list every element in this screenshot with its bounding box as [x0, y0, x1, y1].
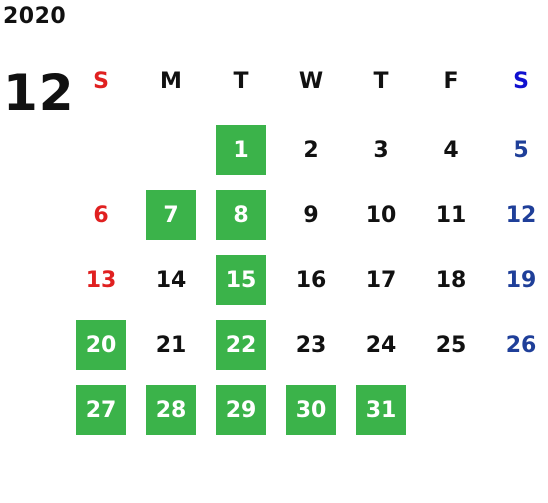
calendar-day[interactable]: 3	[373, 137, 389, 163]
calendar-day[interactable]: 6	[93, 202, 109, 228]
calendar-day[interactable]: 12	[505, 202, 537, 228]
calendar-day[interactable]: 23	[295, 332, 327, 358]
calendar-day[interactable]: 5	[513, 137, 529, 163]
calendar-day[interactable]: 21	[155, 332, 187, 358]
month-label: 12	[3, 64, 75, 122]
calendar-day-highlighted[interactable]: 29	[216, 385, 266, 435]
weekday-header: S	[93, 68, 109, 94]
weekday-header: T	[233, 68, 249, 94]
weekday-header: T	[373, 68, 389, 94]
calendar-day[interactable]: 10	[365, 202, 397, 228]
calendar-day[interactable]: 2	[303, 137, 319, 163]
weekday-header: S	[513, 68, 529, 94]
calendar-day[interactable]: 13	[85, 267, 117, 293]
calendar-day-highlighted[interactable]: 20	[76, 320, 126, 370]
calendar-day-highlighted[interactable]: 15	[216, 255, 266, 305]
calendar-day-highlighted[interactable]: 31	[356, 385, 406, 435]
weekday-header: W	[298, 68, 324, 94]
calendar-day-highlighted[interactable]: 7	[146, 190, 196, 240]
calendar-day[interactable]: 25	[435, 332, 467, 358]
calendar-day-highlighted[interactable]: 27	[76, 385, 126, 435]
calendar-day[interactable]: 16	[295, 267, 327, 293]
calendar-day-highlighted[interactable]: 22	[216, 320, 266, 370]
calendar-day[interactable]: 18	[435, 267, 467, 293]
calendar-day[interactable]: 26	[505, 332, 537, 358]
calendar-day-highlighted[interactable]: 1	[216, 125, 266, 175]
weekday-header: M	[160, 68, 182, 94]
calendar-day-highlighted[interactable]: 8	[216, 190, 266, 240]
calendar-day-highlighted[interactable]: 28	[146, 385, 196, 435]
calendar-day[interactable]: 19	[505, 267, 537, 293]
calendar-day[interactable]: 24	[365, 332, 397, 358]
year-label: 2020	[3, 4, 67, 29]
calendar-day[interactable]: 17	[365, 267, 397, 293]
calendar-day[interactable]: 9	[303, 202, 319, 228]
calendar-day[interactable]: 4	[443, 137, 459, 163]
calendar-day[interactable]: 11	[435, 202, 467, 228]
calendar-day-highlighted[interactable]: 30	[286, 385, 336, 435]
calendar-day[interactable]: 14	[155, 267, 187, 293]
weekday-header: F	[443, 68, 459, 94]
